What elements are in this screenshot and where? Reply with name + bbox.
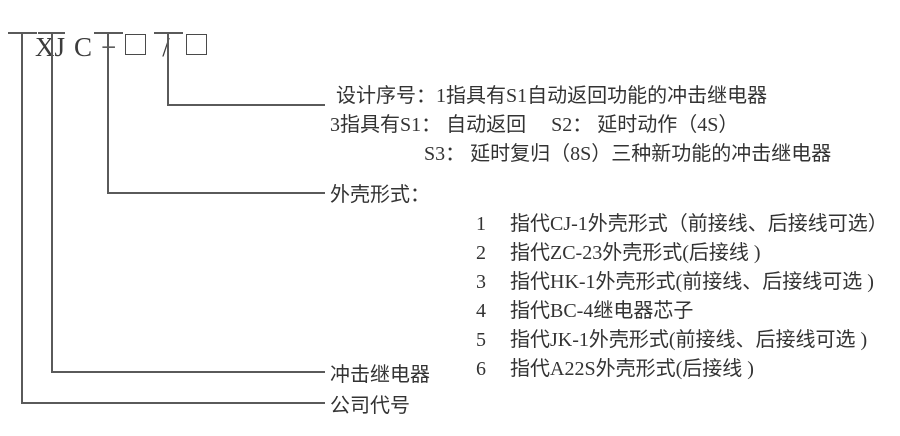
relay-type-label: 冲击继电器 (330, 364, 430, 386)
shell-form-item: 4 指代BC-4继电器芯子 (446, 268, 888, 322)
model-slash: / (162, 32, 170, 62)
shell-form-item: 5 指代JK-1外壳形式(前接线、后接线可选 ) (446, 297, 888, 351)
shell-form-item-desc: 指代HK-1外壳形式(前接线、后接线可选 ) (510, 271, 874, 293)
shell-form-item-number: 3 (476, 271, 486, 293)
shell-form-item: 2 指代ZC-23外壳形式(后接线 ) (446, 210, 888, 264)
shell-form-heading: 外壳形式： (330, 184, 430, 206)
model-box-shell-form (125, 34, 147, 55)
shell-form-item-number: 4 (476, 300, 486, 322)
leader-design-number-vertical (167, 32, 169, 105)
leader-design-number-horizontal (167, 104, 325, 106)
shell-form-item: 1 指代CJ-1外壳形式（前接线、后接线可选） (446, 181, 888, 235)
company-code-label: 公司代号 (330, 395, 410, 417)
leader-company-code-vertical (21, 32, 23, 403)
shell-form-item-desc: 指代JK-1外壳形式(前接线、后接线可选 ) (510, 329, 868, 351)
leader-shell-form-vertical (107, 32, 109, 193)
shell-form-item-desc: 指代CJ-1外壳形式（前接线、后接线可选） (510, 213, 888, 235)
shell-form-item: 3 指代HK-1外壳形式(前接线、后接线可选 ) (446, 239, 888, 293)
shell-form-item-number: 6 (476, 358, 486, 380)
model-code-string: XJC−/ (8, 2, 207, 92)
shell-form-item: 6 指代A22S外壳形式(后接线 ) (446, 326, 888, 380)
leader-company-code-horizontal (21, 402, 325, 404)
design-number-line2: 3指具有S1： 自动返回 S2： 延时动作（4S） (330, 114, 739, 136)
design-number-line1: 设计序号：1指具有S1自动返回功能的冲击继电器 (336, 85, 768, 107)
model-prefix: XJ (35, 32, 66, 62)
shell-form-item-number: 2 (476, 242, 486, 264)
shell-form-item-desc: 指代A22S外壳形式(后接线 ) (510, 358, 754, 380)
shell-form-item-number: 1 (476, 213, 486, 235)
leader-shell-form-horizontal (107, 192, 325, 194)
shell-form-list: 1 指代CJ-1外壳形式（前接线、后接线可选） 2 指代ZC-23外壳形式(后接线 … (446, 181, 888, 380)
model-box-design-number (185, 34, 207, 55)
leader-relay-type-horizontal (51, 371, 325, 373)
shell-form-item-desc: 指代ZC-23外壳形式(后接线 ) (510, 242, 761, 264)
shell-form-item-number: 5 (476, 329, 486, 351)
shell-form-item-desc: 指代BC-4继电器芯子 (510, 300, 694, 322)
design-number-line3: S3： 延时复归（8S）三种新功能的冲击继电器 (424, 143, 832, 165)
model-series: C (74, 32, 93, 62)
leader-relay-type-vertical (51, 32, 53, 372)
